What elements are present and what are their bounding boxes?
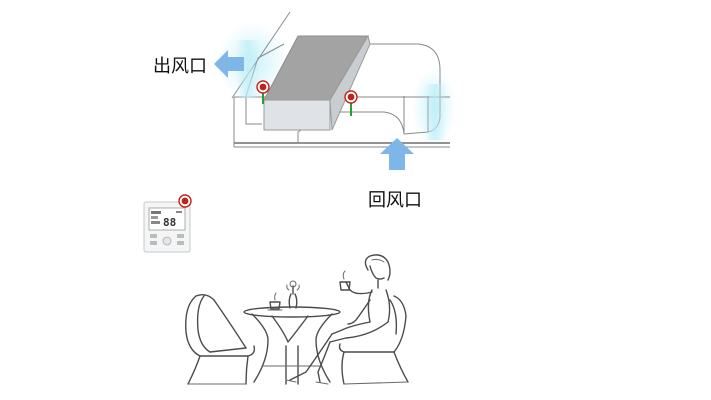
right-chair — [338, 295, 409, 385]
supply-outlet-label: 出风口 — [153, 56, 207, 77]
indoor-unit-front — [263, 99, 331, 131]
left-chair — [185, 293, 256, 385]
cafe-scene-illustration — [185, 254, 409, 385]
supply-sensor — [256, 80, 270, 104]
wired-remote-controller: 88 — [143, 194, 192, 253]
return-glow-bar — [424, 84, 446, 140]
return-sensor — [344, 90, 358, 116]
remote-display-temperature: 88 — [163, 216, 176, 229]
arrow-left-icon — [214, 50, 244, 78]
return-inlet-label: 回风口 — [368, 190, 422, 211]
seated-woman — [285, 254, 391, 385]
arrow-up-icon — [380, 138, 414, 170]
indoor-unit-side — [329, 34, 371, 131]
cafe-table — [243, 280, 341, 385]
ceiling-duct-section — [214, 11, 456, 170]
